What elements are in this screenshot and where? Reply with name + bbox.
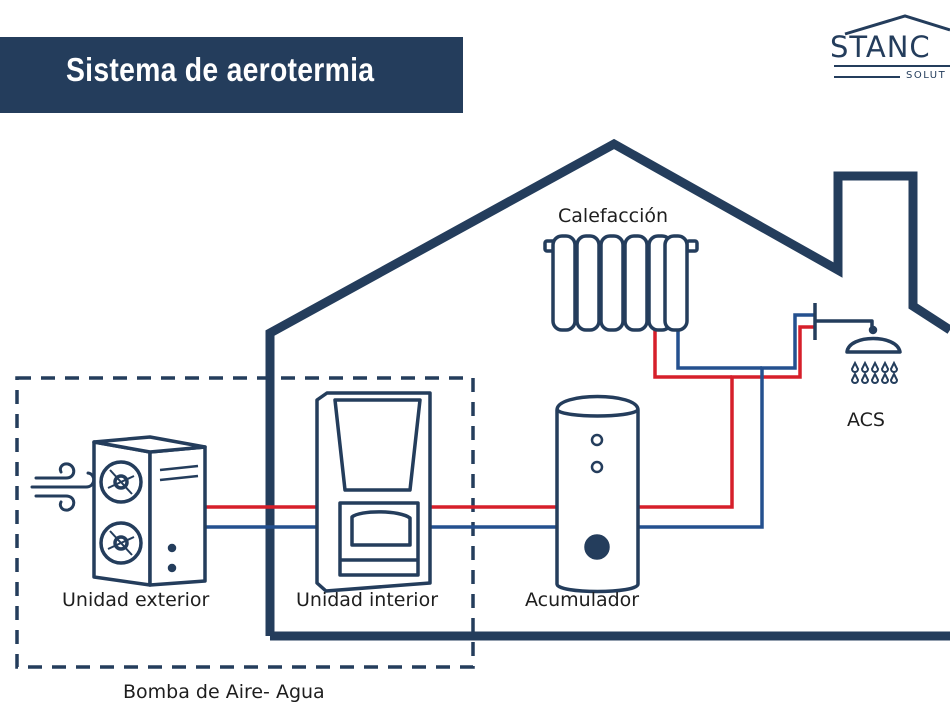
- fan-icon: [99, 460, 143, 565]
- radiator-icon: [543, 234, 699, 332]
- brand-name: STANC: [830, 30, 931, 64]
- tank-icon: [555, 394, 640, 594]
- water-drops-icon: [850, 360, 899, 384]
- label-accumulator: Acumulador: [525, 589, 640, 611]
- label-hot-water: ACS: [847, 409, 885, 431]
- label-indoor-unit: Unidad interior: [296, 589, 439, 611]
- wind-icon: [30, 462, 96, 512]
- brand-roof-icon: [834, 14, 950, 78]
- shower-icon: [813, 303, 902, 354]
- heat-pump-boundary: [15, 376, 475, 669]
- label-heating: Calefacción: [558, 205, 669, 227]
- label-heat-pump: Bomba de Aire- Agua: [123, 681, 325, 703]
- brand-tagline: SOLUT: [906, 70, 947, 81]
- indoor-unit: [315, 391, 432, 593]
- outdoor-unit: [92, 435, 207, 587]
- label-outdoor-unit: Unidad exterior: [62, 589, 210, 611]
- pipes: [205, 313, 815, 529]
- page-title: Sistema de aerotermia: [66, 51, 375, 88]
- house-outline-icon: [265, 138, 950, 641]
- title-banner: [0, 37, 463, 113]
